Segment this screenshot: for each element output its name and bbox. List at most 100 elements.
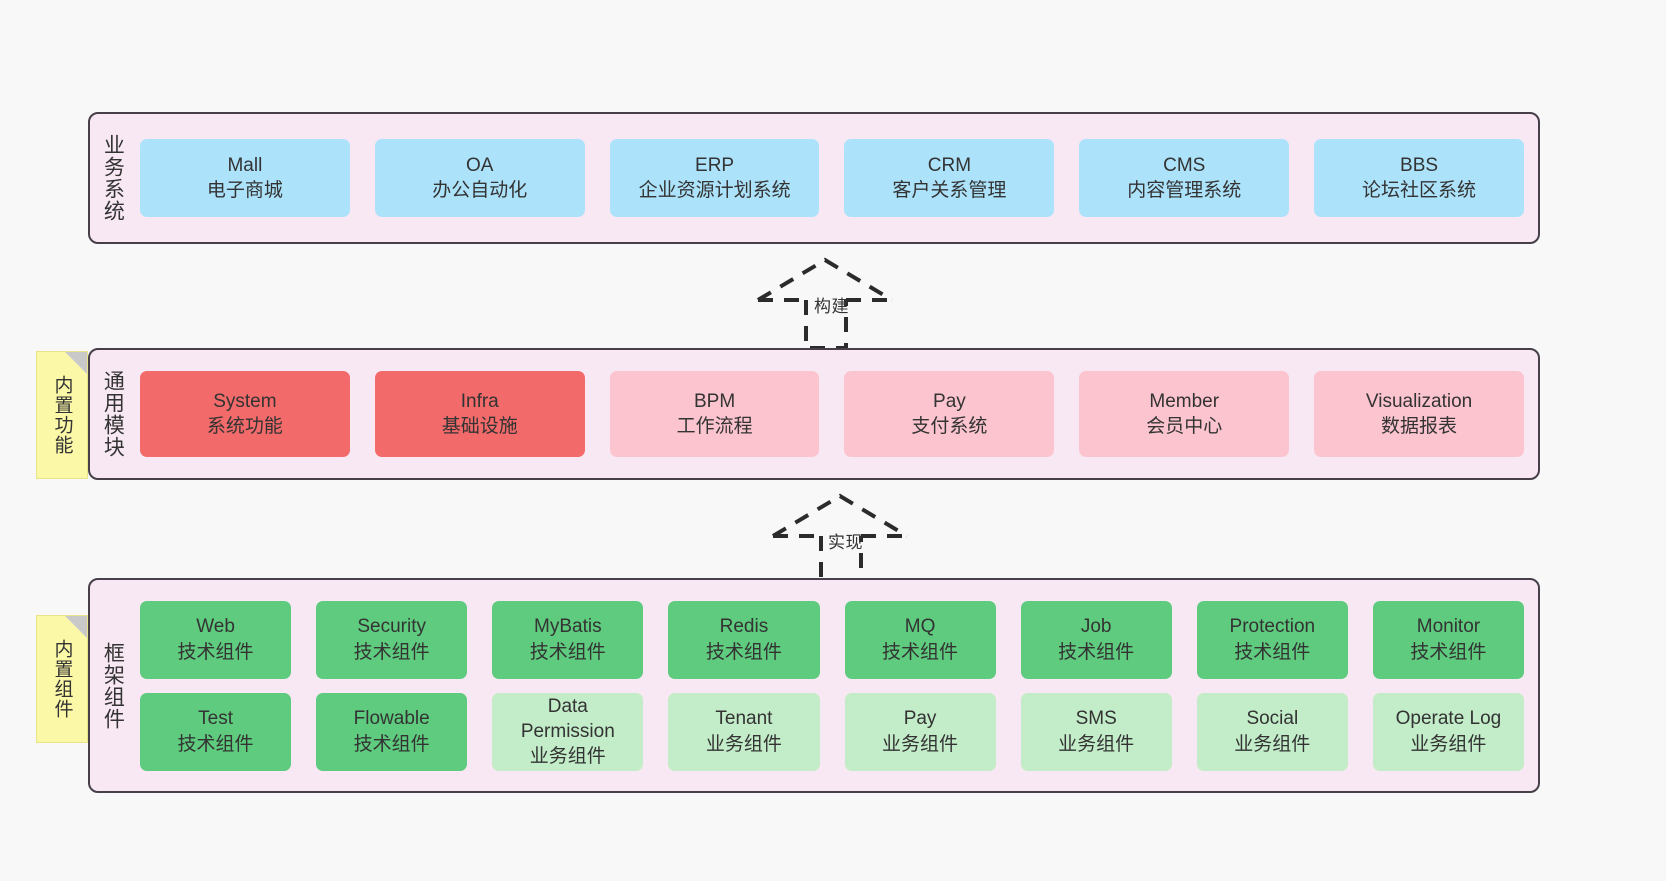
arrow-stem: [804, 300, 848, 350]
node-mq[interactable]: MQ 技术组件: [844, 600, 996, 679]
node-row-business: Test 技术组件 Flowable 技术组件 Data Permission …: [140, 692, 1524, 771]
node-test[interactable]: Test 技术组件: [140, 692, 292, 771]
sticky-note-label: 内置功能: [51, 375, 73, 455]
node-desc: 技术组件: [882, 641, 959, 663]
node-title: CRM: [927, 154, 972, 176]
layer-body-framework: Web 技术组件 Security 技术组件 MyBatis 技术组件 Redi…: [134, 580, 1538, 791]
node-infra[interactable]: Infra 基础设施: [374, 371, 585, 457]
node-erp[interactable]: ERP 企业资源计划系统: [609, 139, 820, 217]
node-visualization[interactable]: Visualization 数据报表: [1314, 371, 1524, 457]
node-title: Monitor: [1416, 616, 1481, 638]
node-pay-module[interactable]: Pay 支付系统: [844, 371, 1055, 457]
node-desc: 基础设施: [441, 416, 518, 437]
node-title: Web: [196, 616, 235, 638]
node-title: Infra: [460, 390, 499, 412]
node-title: Tenant: [715, 708, 773, 730]
node-title: Pay: [933, 390, 966, 412]
node-title: CMS: [1163, 154, 1206, 176]
node-row: Mall 电子商城 OA 办公自动化 ERP 企业资源计划系统 CRM 客户关系…: [140, 139, 1524, 217]
node-desc: 数据报表: [1381, 416, 1458, 437]
node-row-technical: Web 技术组件 Security 技术组件 MyBatis 技术组件 Redi…: [140, 600, 1524, 679]
node-mall[interactable]: Mall 电子商城: [140, 139, 350, 217]
node-job[interactable]: Job 技术组件: [1020, 600, 1172, 679]
node-title: MQ: [904, 616, 936, 638]
node-web[interactable]: Web 技术组件: [140, 600, 292, 679]
node-desc: 办公自动化: [432, 180, 528, 201]
node-title: Visualization: [1365, 390, 1473, 412]
node-title: System: [213, 390, 277, 412]
node-desc: 业务组件: [882, 733, 959, 755]
node-desc: 技术组件: [353, 641, 430, 663]
node-desc: 客户关系管理: [892, 180, 1007, 201]
sticky-note-builtin-features: 内置功能: [36, 351, 88, 479]
node-desc: 内容管理系统: [1127, 180, 1242, 201]
node-desc: 电子商城: [206, 180, 283, 201]
node-title: BBS: [1400, 154, 1439, 176]
node-sms[interactable]: SMS 业务组件: [1020, 692, 1172, 771]
node-desc: 业务组件: [1234, 733, 1311, 755]
node-system[interactable]: System 系统功能: [140, 371, 350, 457]
node-flowable[interactable]: Flowable 技术组件: [316, 692, 468, 771]
node-desc: 技术组件: [705, 641, 782, 663]
sticky-note-label: 内置组件: [51, 639, 73, 719]
node-redis[interactable]: Redis 技术组件: [668, 600, 820, 679]
node-operate-log[interactable]: Operate Log 业务组件: [1372, 692, 1524, 771]
node-monitor[interactable]: Monitor 技术组件: [1372, 600, 1524, 679]
arrow-stem: [819, 536, 863, 586]
node-title: Mall: [227, 154, 263, 176]
node-title: Redis: [719, 616, 769, 638]
node-crm[interactable]: CRM 客户关系管理: [844, 139, 1055, 217]
arrow-head-triangle: [771, 493, 909, 538]
layer-title-framework: 框架组件: [101, 641, 125, 730]
node-desc: 技术组件: [353, 733, 430, 755]
sticky-note-builtin-components: 内置组件: [36, 615, 88, 743]
node-title: SMS: [1075, 708, 1117, 730]
layer-body-modules: System 系统功能 Infra 基础设施 BPM 工作流程 Pay 支付系统…: [134, 350, 1538, 478]
layer-body-business: Mall 电子商城 OA 办公自动化 ERP 企业资源计划系统 CRM 客户关系…: [134, 114, 1538, 242]
node-desc: 业务组件: [1410, 733, 1487, 755]
node-desc: 技术组件: [1058, 641, 1135, 663]
node-desc: 支付系统: [911, 416, 988, 437]
node-bbs[interactable]: BBS 论坛社区系统: [1314, 139, 1524, 217]
node-member[interactable]: Member 会员中心: [1079, 371, 1290, 457]
node-desc: 企业资源计划系统: [638, 180, 791, 201]
node-data-permission[interactable]: Data Permission 业务组件: [492, 692, 644, 771]
node-desc: 系统功能: [206, 416, 283, 437]
node-desc: 技术组件: [529, 641, 606, 663]
node-title: Security: [357, 616, 426, 638]
node-protection[interactable]: Protection 技术组件: [1196, 600, 1348, 679]
layer-title-business: 业务系统: [101, 134, 125, 222]
layer-common-modules: 通用模块 System 系统功能 Infra 基础设施 BPM 工作流程 Pay…: [88, 348, 1540, 480]
node-desc: 论坛社区系统: [1362, 180, 1477, 201]
node-desc: 业务组件: [529, 746, 606, 768]
node-title: Job: [1080, 616, 1112, 638]
node-title: Test: [198, 708, 233, 730]
node-bpm[interactable]: BPM 工作流程: [609, 371, 820, 457]
node-mybatis[interactable]: MyBatis 技术组件: [492, 600, 644, 679]
node-tenant[interactable]: Tenant 业务组件: [668, 692, 820, 771]
node-title: Social: [1246, 708, 1299, 730]
node-cms[interactable]: CMS 内容管理系统: [1079, 139, 1290, 217]
connector-build-label: 构建: [814, 297, 849, 316]
node-title: Flowable: [353, 708, 430, 730]
node-title: MyBatis: [534, 616, 602, 638]
node-title: Operate Log: [1395, 708, 1502, 730]
node-title: Data Permission: [520, 695, 615, 742]
connector-implement-label: 实现: [828, 533, 863, 552]
node-oa[interactable]: OA 办公自动化: [374, 139, 585, 217]
arrow-head-triangle: [756, 257, 894, 302]
node-social[interactable]: Social 业务组件: [1196, 692, 1348, 771]
node-desc: 工作流程: [676, 416, 753, 437]
node-title: Pay: [903, 708, 937, 730]
node-title: ERP: [695, 154, 735, 176]
node-security[interactable]: Security 技术组件: [316, 600, 468, 679]
node-pay-component[interactable]: Pay 业务组件: [844, 692, 996, 771]
node-desc: 技术组件: [1410, 641, 1487, 663]
layer-title-modules: 通用模块: [101, 370, 125, 458]
node-desc: 技术组件: [177, 733, 254, 755]
node-title: OA: [466, 154, 494, 176]
connector-implement-arrow: [771, 493, 909, 586]
layer-framework-components: 框架组件 Web 技术组件 Security 技术组件 MyBatis 技术组件…: [88, 578, 1540, 793]
node-desc: 会员中心: [1146, 416, 1223, 437]
